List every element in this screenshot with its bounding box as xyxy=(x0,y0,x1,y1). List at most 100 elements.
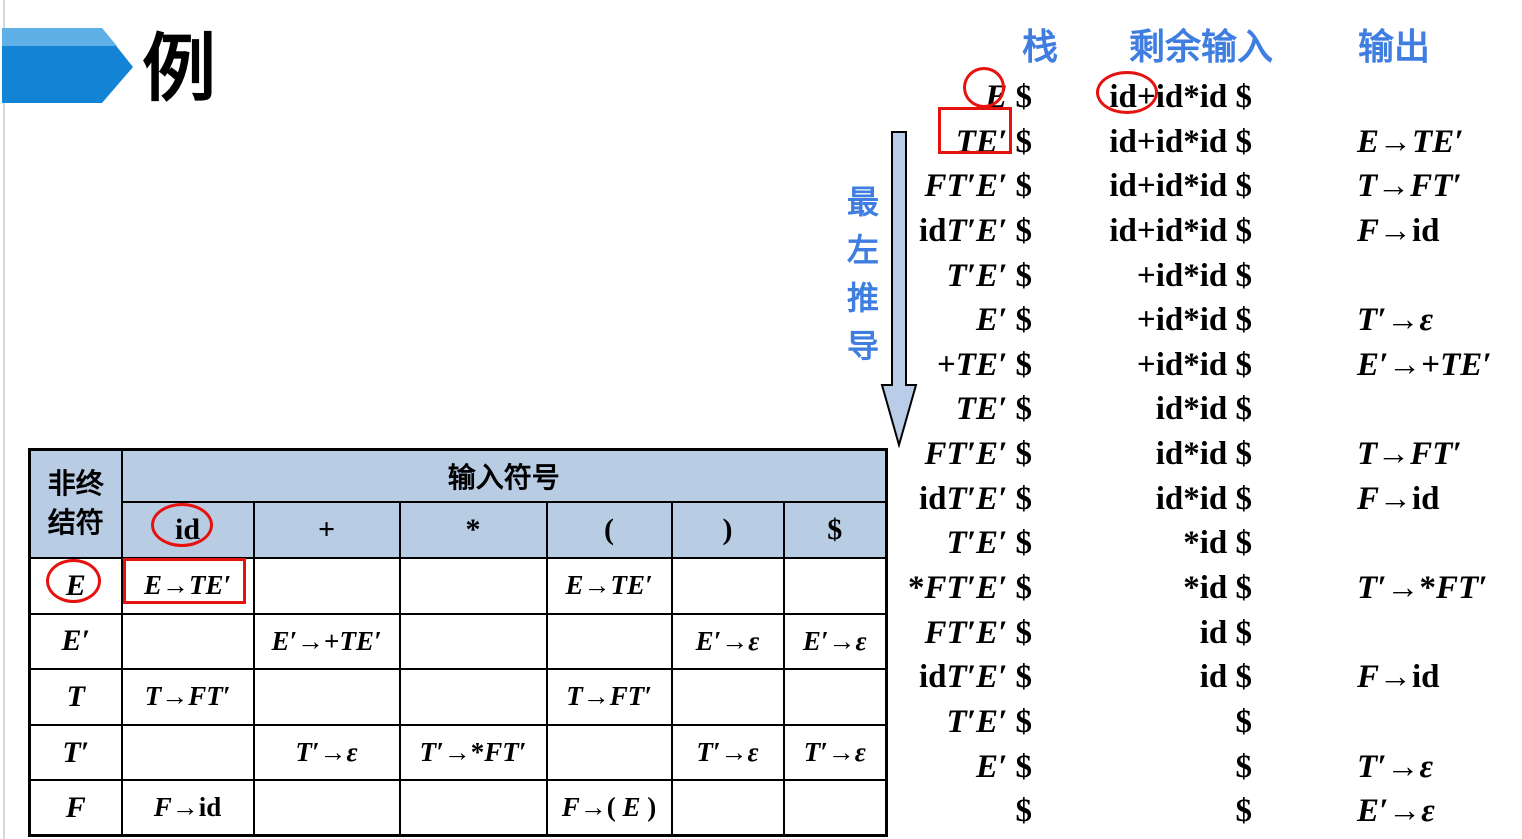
trace-row: E′ $ +id*id $ T′→ε xyxy=(0,298,1522,343)
production-cell xyxy=(670,557,785,615)
input-cell: $ xyxy=(1235,703,1253,740)
trace-row: idT′E′ $id $F→id xyxy=(0,655,1522,700)
stack-cell: TE′ $ xyxy=(955,391,1032,428)
input-cell: $ xyxy=(1235,793,1253,830)
stack-cell: idT′E′ $ xyxy=(918,659,1032,696)
derivation-char: 推 xyxy=(846,280,879,316)
parse-trace: E $id+id*id $TE′ $id+id*id $E→TE′FT′E′ $… xyxy=(0,75,1522,834)
production-cell: E′→+TE′ xyxy=(252,612,401,671)
highlight-rect-table-cell-E-id xyxy=(123,558,246,604)
derivation-down-arrow-icon xyxy=(880,131,918,449)
production-cell: E′→ε xyxy=(782,612,888,671)
production-cell xyxy=(398,779,548,837)
stack-cell: T′E′ $ xyxy=(946,257,1033,294)
slide-edge-line xyxy=(3,0,5,839)
production-cell: F→id xyxy=(120,779,255,837)
trace-row: +TE′ $+id*id $E′→+TE′ xyxy=(0,343,1522,388)
input-cell: *id $ xyxy=(1183,570,1252,607)
highlight-ellipse-trace-input-id xyxy=(1096,71,1158,114)
input-cell: id*id $ xyxy=(1155,436,1252,473)
trace-row: T′E′ $ $ xyxy=(0,700,1522,745)
input-cell: id*id $ xyxy=(1155,391,1252,428)
trace-row: $ $ E′→ε xyxy=(0,789,1522,834)
terminal-header-): ) xyxy=(670,501,785,559)
trace-row: idT′E′ $id+id*id $F→id xyxy=(0,209,1522,254)
input-cell: id+id*id $ xyxy=(1109,123,1252,160)
table-input-symbols-header: 输入符号 xyxy=(120,448,888,503)
input-cell: id+id*id $ xyxy=(1109,212,1252,249)
input-cell: id $ xyxy=(1199,659,1252,696)
terminal-header-$: $ xyxy=(782,501,888,559)
production-cell: F→( E ) xyxy=(545,779,673,837)
nonterminal-label: T′ xyxy=(28,723,123,782)
production-cell: T′→ε xyxy=(252,723,401,782)
trace-header-remaining-input: 剩余输入 xyxy=(1128,27,1274,67)
corner-line2: 结符 xyxy=(47,508,104,539)
leftmost-derivation-label: 最左推导 xyxy=(846,178,880,370)
input-cell: +id*id $ xyxy=(1136,257,1252,294)
production-cell: T′→ε xyxy=(670,723,785,782)
input-cell: *id $ xyxy=(1183,525,1252,562)
trace-row: TE′ $ id*id $ xyxy=(0,387,1522,432)
corner-line1: 非终 xyxy=(47,468,104,500)
production-cell: E′→ε xyxy=(670,612,785,671)
output-cell: T→FT′ xyxy=(1357,436,1462,473)
production-cell: E→TE′ xyxy=(120,557,255,615)
production-cell xyxy=(120,723,255,782)
trace-row: FT′E′ $ id $ xyxy=(0,611,1522,656)
production-cell xyxy=(545,612,673,671)
stack-cell: T′E′ $ xyxy=(946,525,1033,562)
trace-row: T′E′ $ +id*id $ xyxy=(0,254,1522,299)
production-cell xyxy=(252,557,401,615)
stack-cell: FT′E′ $ xyxy=(924,614,1032,651)
stack-cell: $ xyxy=(1015,793,1033,830)
stack-cell: *FT′E′ $ xyxy=(907,570,1032,607)
production-cell: T′→*FT′ xyxy=(398,723,548,782)
trace-row: FT′E′ $id*id $T→FT′ xyxy=(0,432,1522,477)
input-cell: id $ xyxy=(1199,614,1252,651)
input-cell: id*id $ xyxy=(1155,480,1252,517)
trace-row: T′E′ $ *id $ xyxy=(0,521,1522,566)
production-cell: T→FT′ xyxy=(545,668,673,726)
nonterminal-label: E′ xyxy=(28,612,123,671)
page-title: 例 xyxy=(142,27,216,110)
terminal-header-(: ( xyxy=(545,501,673,559)
stack-cell: T′E′ $ xyxy=(946,703,1033,740)
stack-cell: idT′E′ $ xyxy=(918,480,1032,517)
highlight-ellipse-trace-stack-E xyxy=(963,67,1005,108)
output-cell: E→TE′ xyxy=(1357,123,1464,160)
production-cell xyxy=(670,668,785,726)
output-cell: T′→ε xyxy=(1357,302,1433,339)
output-cell: E′→ε xyxy=(1357,793,1435,830)
trace-header-output: 输出 xyxy=(1357,27,1431,67)
production-cell xyxy=(252,668,401,726)
stack-cell: E′ $ xyxy=(975,302,1032,339)
title-banner-arrow-icon xyxy=(2,28,133,103)
production-cell xyxy=(398,612,548,671)
input-cell: +id*id $ xyxy=(1136,302,1252,339)
highlight-ellipse-table-terminal-id xyxy=(151,503,213,547)
stack-cell: idT′E′ $ xyxy=(918,212,1032,249)
output-cell: T′→ε xyxy=(1357,748,1433,785)
production-cell xyxy=(120,612,255,671)
production-cell xyxy=(252,779,401,837)
production-cell xyxy=(545,723,673,782)
terminal-header-*: * xyxy=(398,501,548,559)
nonterminal-label: T xyxy=(28,668,123,726)
derivation-char: 导 xyxy=(846,328,879,364)
stack-cell: E′ $ xyxy=(975,748,1032,785)
trace-row: *FT′E′ $ *id $ T′→*FT′ xyxy=(0,566,1522,611)
output-cell: F→id xyxy=(1357,480,1440,517)
stack-cell: FT′E′ $ xyxy=(924,168,1032,205)
production-cell xyxy=(670,779,785,837)
output-cell: T′→*FT′ xyxy=(1357,570,1488,607)
output-cell: E′→+TE′ xyxy=(1357,346,1492,383)
production-cell: T′→ε xyxy=(782,723,888,782)
trace-row: FT′E′ $id+id*id $T→FT′ xyxy=(0,164,1522,209)
